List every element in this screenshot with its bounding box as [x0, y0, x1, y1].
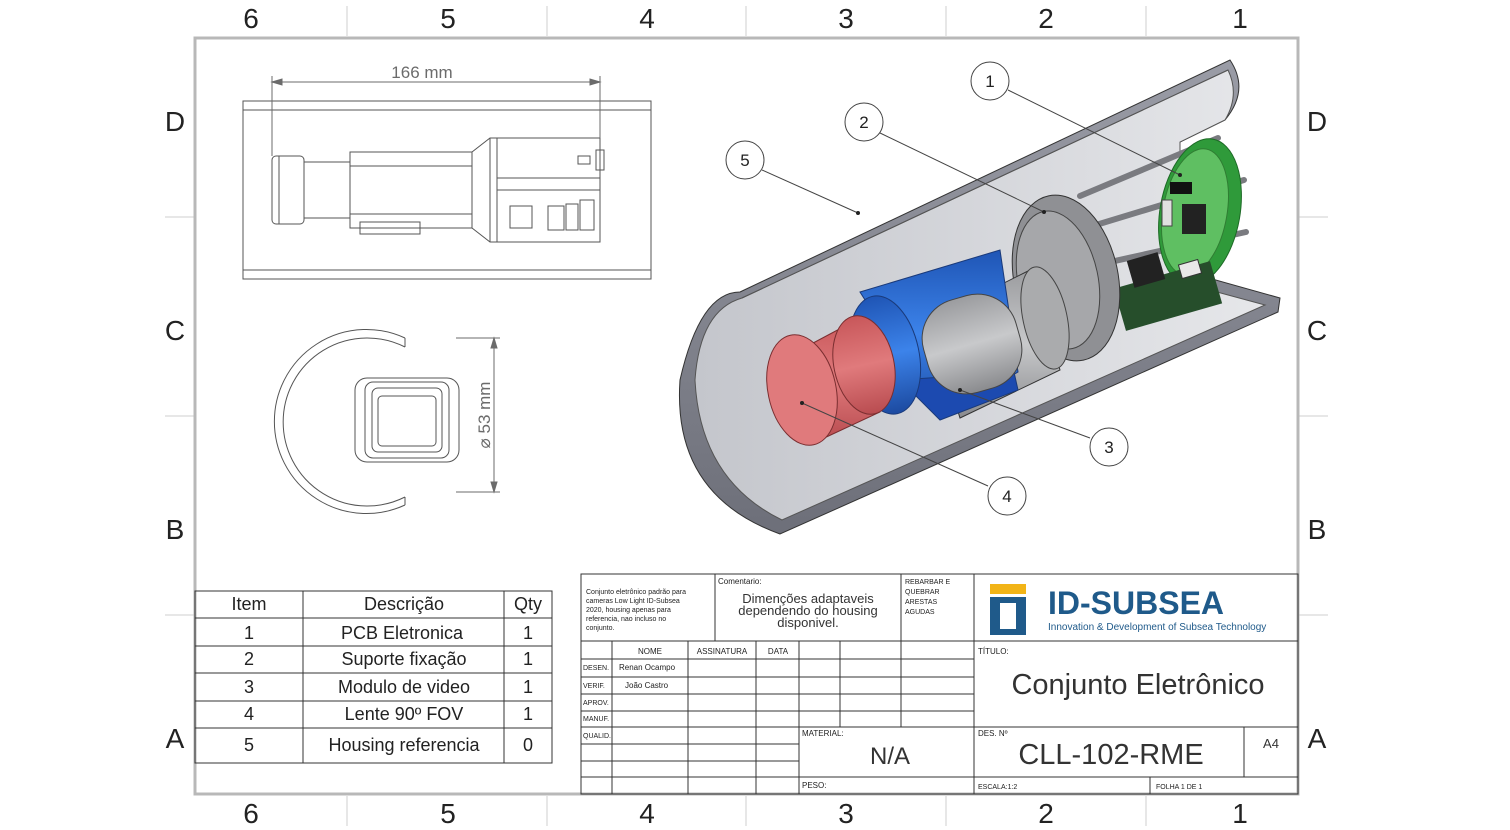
bom-row-3-qty: 1 [523, 677, 533, 697]
zone-col-bottom-6: 6 [243, 798, 259, 829]
deburr-line-4: AGUDAS [905, 609, 935, 616]
note-line-5: conjunto. [586, 625, 614, 632]
bom-row-4-qty: 1 [523, 704, 533, 724]
note-line-3: 2020, housing apenas para [586, 607, 671, 614]
escala: ESCALA:1:2 [978, 784, 1017, 791]
row-desen: DESEN. [583, 665, 609, 672]
isometric-assembly-view [678, 59, 1281, 535]
drawing-number: CLL-102-RME [1018, 739, 1203, 771]
bom-header-description: Descrição [364, 594, 444, 614]
callout-5: 5 [740, 151, 749, 170]
note-line-4: referencia, nao incluso no [586, 616, 666, 623]
logo-tagline: Innovation & Development of Subsea Techn… [1048, 622, 1266, 633]
zone-row-right-B: B [1308, 514, 1327, 545]
bom-row-2-qty: 1 [523, 649, 533, 669]
zone-row-left-D: D [165, 106, 185, 137]
bom-row-4-description: Lente 90º FOV [345, 704, 464, 724]
bom-header-qty: Qty [514, 594, 542, 614]
deburr-line-2: QUEBRAR [905, 589, 940, 596]
bom-row-4-item: 4 [244, 704, 254, 724]
bom-row-5-description: Housing referencia [328, 735, 480, 755]
folha: FOLHA 1 DE 1 [1156, 784, 1202, 791]
end-view [273, 329, 460, 514]
col-data: DATA [768, 647, 789, 656]
bom-row-5-item: 5 [244, 735, 254, 755]
zone-col-bottom-1: 1 [1232, 798, 1248, 829]
peso-label: PESO: [802, 781, 826, 790]
zone-col-bottom-3: 3 [838, 798, 854, 829]
bom-header-item: Item [231, 594, 266, 614]
zone-row-right-C: C [1307, 315, 1327, 346]
zone-row-right-A: A [1308, 723, 1327, 754]
bom-row-5-qty: 0 [523, 735, 533, 755]
note-line-1: Conjunto eletrônico padrão para [586, 589, 686, 596]
zone-col-top-1: 1 [1232, 3, 1248, 34]
material-value: N/A [870, 743, 910, 770]
bom-row-1-item: 1 [244, 623, 254, 643]
callout-1: 1 [985, 72, 994, 91]
deburr-line-3: ARESTAS [905, 599, 937, 606]
col-nome: NOME [638, 647, 662, 656]
row-qualid: QUALID. [583, 733, 611, 740]
comment-line-2: dependendo do housing [738, 603, 878, 618]
bom-row-1-description: PCB Eletronica [341, 623, 464, 643]
zone-col-top-2: 2 [1038, 3, 1054, 34]
bom-row-3-description: Modulo de video [338, 677, 470, 697]
col-assinatura: ASSINATURA [697, 647, 748, 656]
comment-line-3: disponivel. [777, 615, 838, 630]
callout-leaders [761, 89, 1181, 487]
lens [766, 315, 896, 446]
callout-4: 4 [1002, 487, 1011, 506]
company-logo: ID-SUBSEA Innovation & Development of Su… [990, 584, 1266, 635]
bom-row-1-qty: 1 [523, 623, 533, 643]
zone-col-top-4: 4 [639, 3, 655, 34]
zone-row-left-B: B [166, 514, 185, 545]
title-block: Conjunto eletrônico padrão para cameras … [580, 573, 1299, 795]
bom-row-2-description: Suporte fixação [341, 649, 466, 669]
callout-2: 2 [859, 113, 868, 132]
bom-row-3-item: 3 [244, 677, 254, 697]
comment-line-1: Dimenções adaptaveis [742, 591, 874, 606]
row-verif: VERIF. [583, 683, 605, 690]
length-dimension [270, 76, 602, 156]
logo-name: ID-SUBSEA [1048, 585, 1224, 621]
diameter-dimension-label: ⌀ 53 mm [475, 382, 494, 449]
row-aprov: APROV. [583, 700, 609, 707]
zone-col-top-5: 5 [440, 3, 456, 34]
material-label: MATERIAL: [802, 729, 844, 738]
zone-col-bottom-5: 5 [440, 798, 456, 829]
zone-row-left-C: C [165, 315, 185, 346]
side-section-view [242, 100, 652, 280]
zone-row-right-D: D [1307, 106, 1327, 137]
zone-col-bottom-4: 4 [639, 798, 655, 829]
comment-label: Comentario: [718, 577, 762, 586]
titulo-label: TÍTULO: [978, 647, 1009, 656]
logo-mark-icon [990, 584, 1026, 635]
note-line-2: cameras Low Light ID-Subsea [586, 598, 680, 605]
pcb-board [1113, 138, 1242, 331]
verif-name: João Castro [625, 681, 669, 690]
bill-of-materials: Item Descrição Qty 1 PCB Eletronica 1 2 … [194, 590, 553, 764]
zone-col-top-3: 3 [838, 3, 854, 34]
deburr-line-1: REBARBAR E [905, 579, 950, 586]
callout-balloons [725, 61, 1129, 516]
row-manuf: MANUF. [583, 716, 609, 723]
bom-row-2-item: 2 [244, 649, 254, 669]
zone-row-left-A: A [166, 723, 185, 754]
zone-col-top-6: 6 [243, 3, 259, 34]
zone-col-bottom-2: 2 [1038, 798, 1054, 829]
desno-label: DES. Nº [978, 729, 1008, 738]
zone-markers: 6 5 4 3 2 1 6 5 4 3 2 1 D C B A D C B A [165, 3, 1328, 829]
drawing-title: Conjunto Eletrônico [1011, 669, 1264, 701]
diameter-dimension [456, 336, 500, 494]
desen-name: Renan Ocampo [619, 663, 676, 672]
length-dimension-label: 166 mm [391, 63, 452, 82]
callout-3: 3 [1104, 438, 1113, 457]
sheet-size: A4 [1263, 736, 1279, 751]
